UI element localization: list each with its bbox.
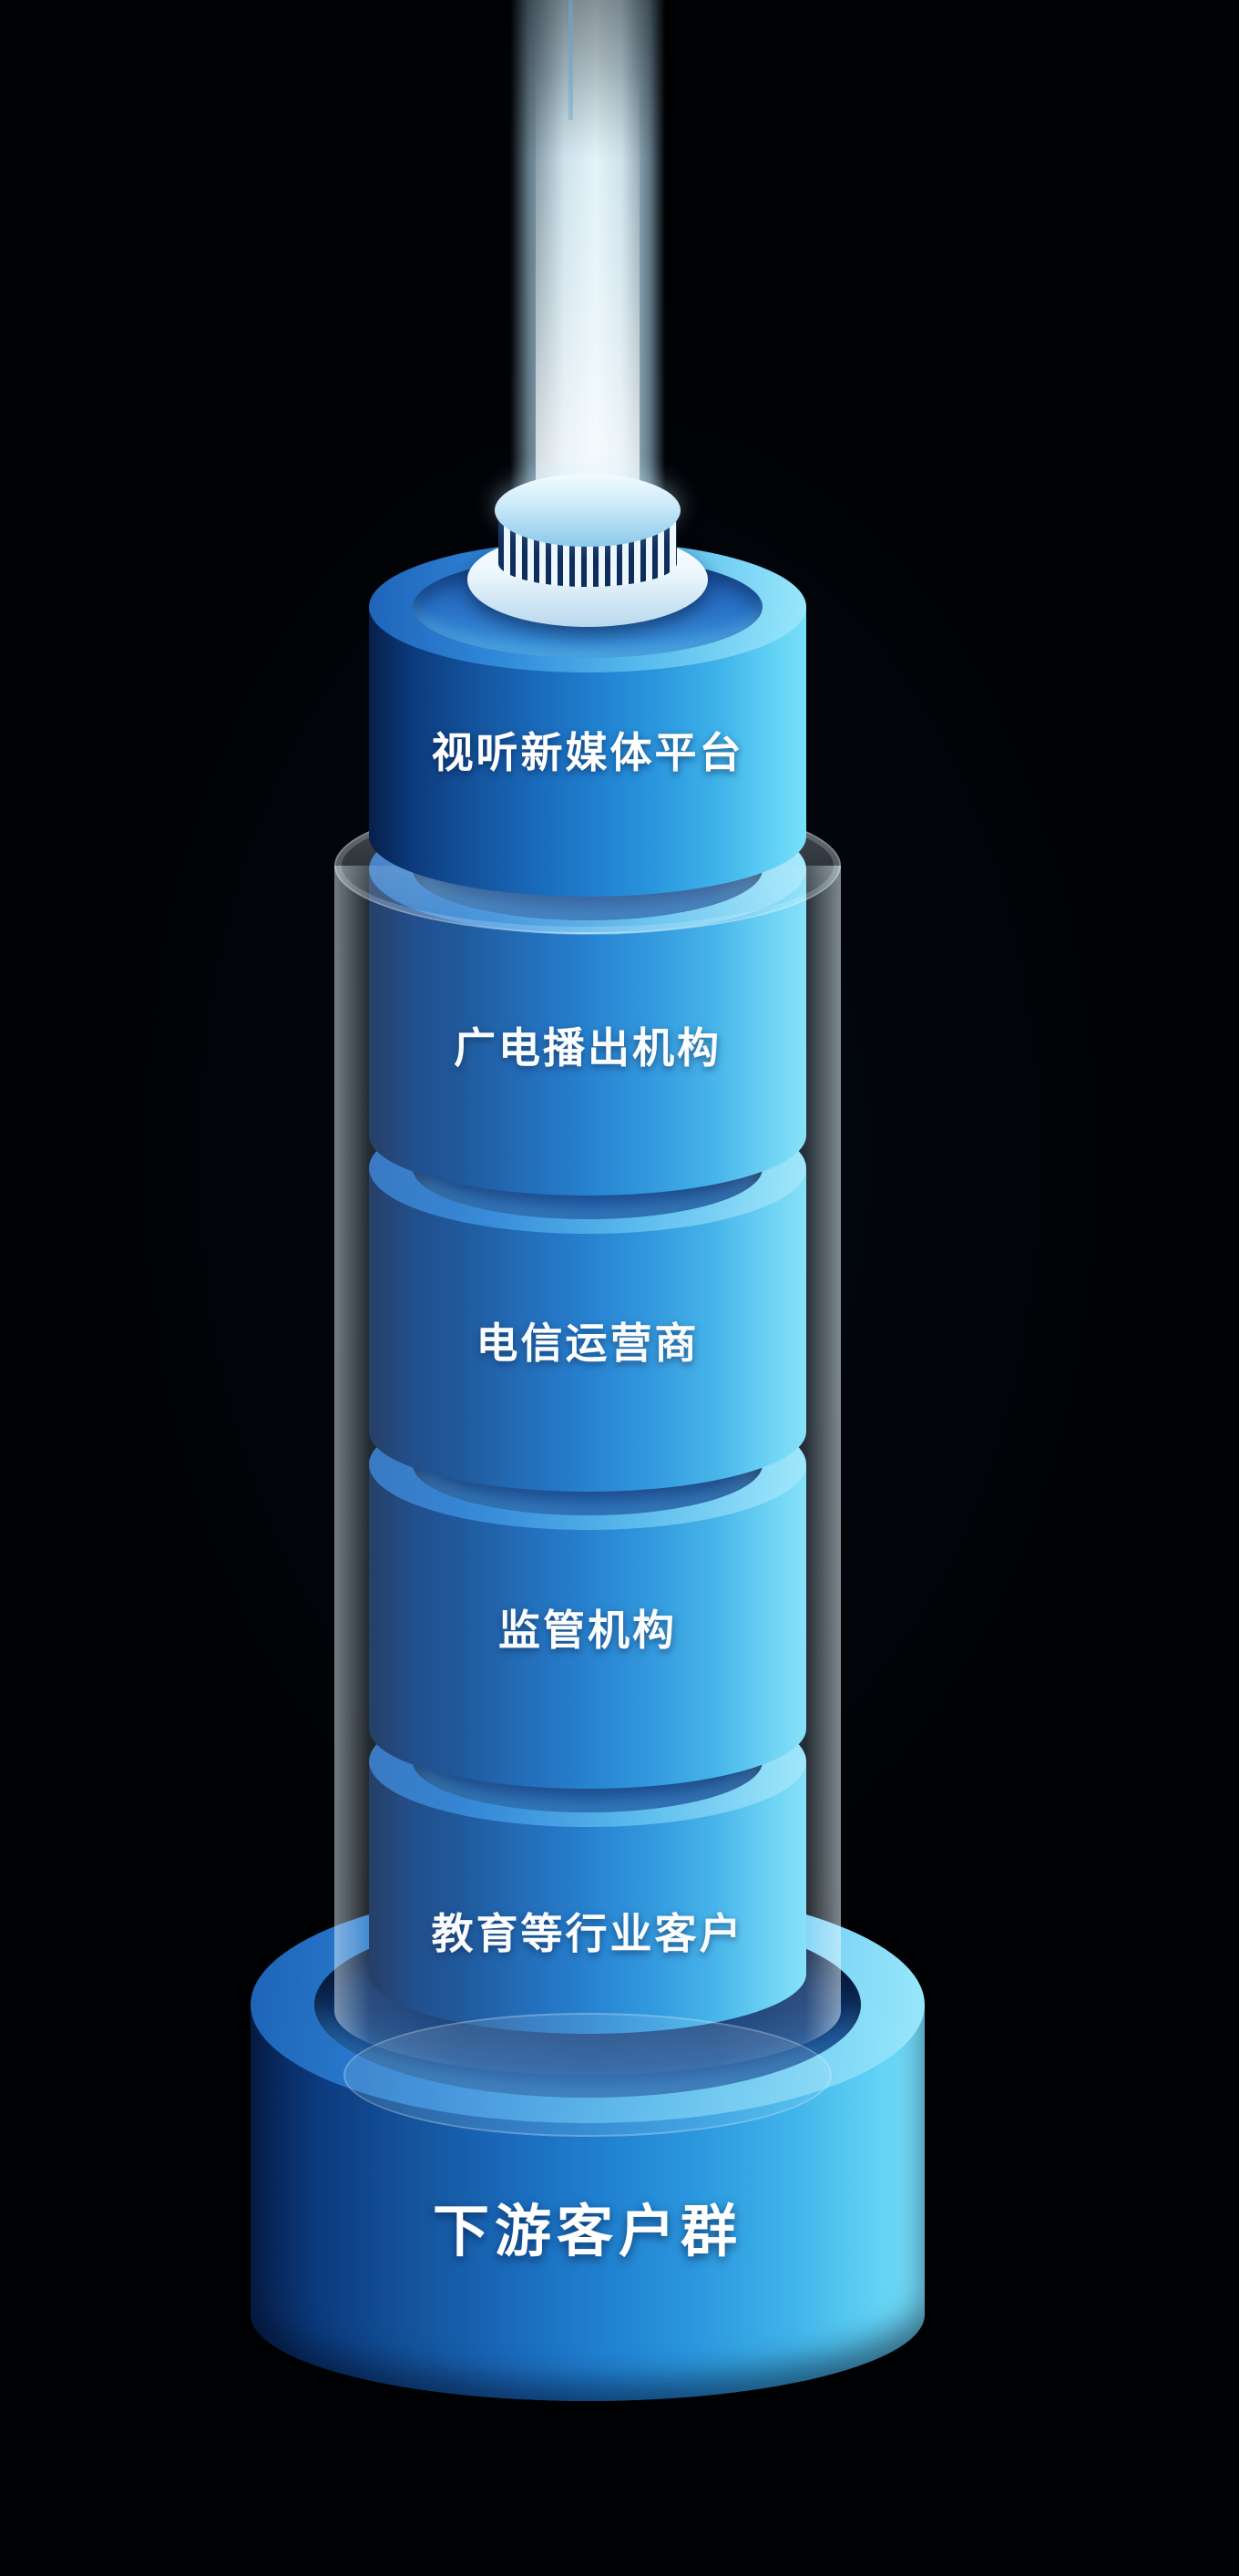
segment-5-label: 教育等行业客户 [431, 1909, 744, 1958]
light-beam-seam [568, 0, 573, 120]
cap-top [495, 474, 681, 547]
segment-4-label: 监管机构 [498, 1606, 677, 1655]
light-beam [510, 0, 665, 499]
segment-2-label: 广电播出机构 [454, 1023, 722, 1072]
base-label: 下游客户群 [432, 2198, 742, 2264]
light-beam-core [536, 73, 640, 499]
segment-1-label: 视听新媒体平台 [431, 728, 744, 777]
segment-3-label: 电信运营商 [476, 1319, 700, 1368]
